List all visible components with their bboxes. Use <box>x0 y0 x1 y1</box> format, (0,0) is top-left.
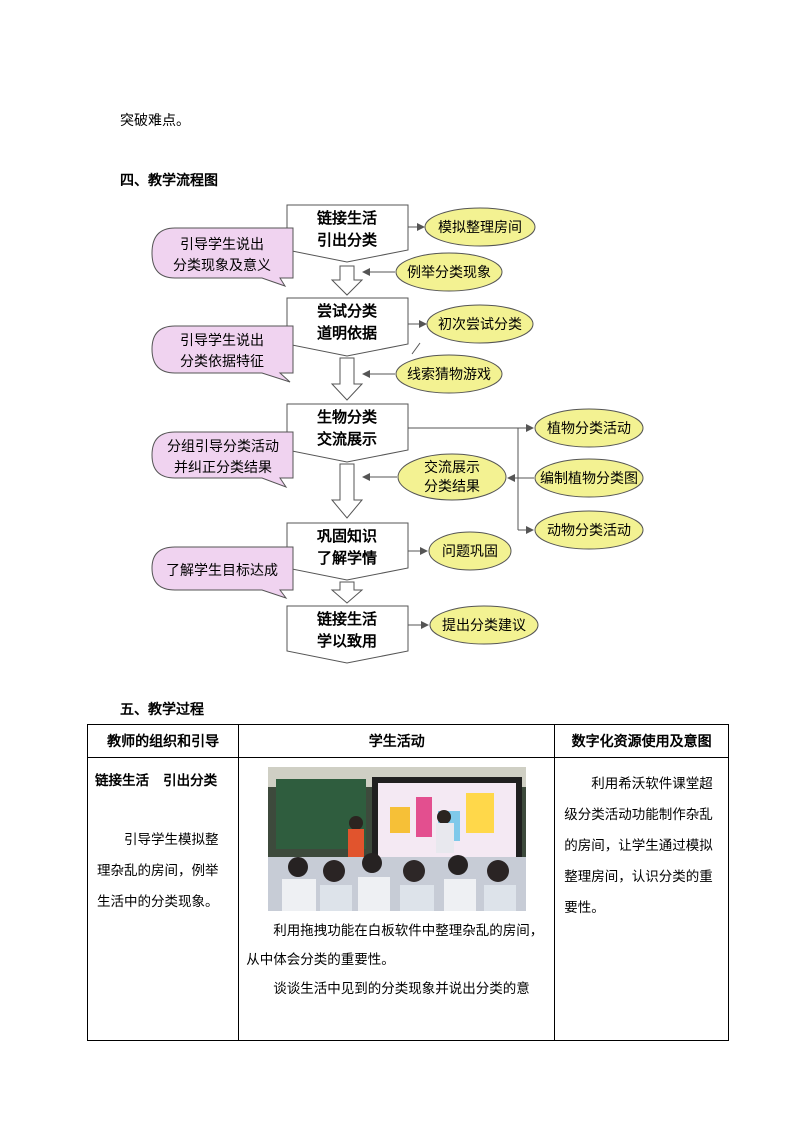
cell-teacher: 链接生活 引出分类 引导学生模拟整理杂乱的房间，例举生活中的分类现象。 <box>88 758 239 1041</box>
ellipse-right-1a-text: 模拟整理房间 <box>438 220 522 236</box>
main-box-3-line2: 交流展示 <box>317 430 377 448</box>
student-activity-text-2: 谈谈生活中见到的分类现象并说出分类的意 <box>246 975 547 1004</box>
main-box-1-line1: 链接生活 <box>317 209 377 227</box>
ellipse-right-3m-line2: 分类结果 <box>424 479 480 495</box>
ellipse-right-3c-text: 动物分类活动 <box>547 523 631 539</box>
down-arrow-2 <box>332 358 362 400</box>
main-box-4-line1: 巩固知识 <box>317 527 377 545</box>
left-callout-2-line2: 分类依据特征 <box>180 354 264 370</box>
header-student: 学生活动 <box>239 725 555 758</box>
ellipse-right-4-text: 问题巩固 <box>442 544 498 560</box>
down-arrow-1 <box>332 266 362 295</box>
section-title-process: 五、教学过程 <box>120 699 204 719</box>
header-teacher: 教师的组织和引导 <box>88 725 239 758</box>
classroom-photo <box>268 767 526 911</box>
table-row: 链接生活 引出分类 引导学生模拟整理杂乱的房间，例举生活中的分类现象。 <box>88 758 729 1041</box>
left-callout-3-line1: 分组引导分类活动 <box>167 439 279 455</box>
left-callout-1-line2: 分类现象及意义 <box>173 257 271 274</box>
cell-teacher-text: 引导学生模拟整理杂乱的房间，例举生活中的分类现象。 <box>89 789 237 918</box>
ellipse-right-2b-text: 线索猜物游戏 <box>407 366 491 383</box>
teaching-process-table: 教师的组织和引导 学生活动 数字化资源使用及意图 链接生活 引出分类 引导学生模… <box>87 724 729 1041</box>
main-box-2-line1: 尝试分类 <box>317 302 378 320</box>
ellipse-right-3a-text: 植物分类活动 <box>547 421 631 437</box>
main-box-1-line2: 引出分类 <box>317 231 378 249</box>
cell-digital-text: 利用希沃软件课堂超级分类活动功能制作杂乱的房间，让学生通过模拟整理房间，认识分类… <box>556 759 727 924</box>
main-box-2-line2: 道明依据 <box>317 324 377 342</box>
header-digital: 数字化资源使用及意图 <box>555 725 729 758</box>
ellipse-right-3b-text: 编制植物分类图 <box>540 471 638 487</box>
main-box-5-line1: 链接生活 <box>317 610 377 628</box>
cell-teacher-title: 链接生活 引出分类 <box>89 759 237 789</box>
left-callout-2-line1: 引导学生说出 <box>180 333 264 349</box>
main-box-3-line1: 生物分类 <box>317 408 378 426</box>
cell-student: 利用拖拽功能在白板软件中整理杂乱的房间，从中体会分类的重要性。 谈谈生活中见到的… <box>239 758 555 1041</box>
cell-digital: 利用希沃软件课堂超级分类活动功能制作杂乱的房间，让学生通过模拟整理房间，认识分类… <box>555 758 729 1041</box>
ellipse-right-2a-text: 初次尝试分类 <box>438 316 522 333</box>
down-arrow-3 <box>332 464 362 518</box>
ellipse-right-5-text: 提出分类建议 <box>442 618 526 634</box>
main-box-4-line2: 了解学情 <box>317 549 377 567</box>
ellipse-right-3m-line1: 交流展示 <box>424 459 480 476</box>
left-callout-4-text: 了解学生目标达成 <box>166 563 278 579</box>
left-callout-1-line1: 引导学生说出 <box>180 237 264 253</box>
ellipse-right-1b-text: 例举分类现象 <box>407 265 491 281</box>
student-activity-text-1: 利用拖拽功能在白板软件中整理杂乱的房间，从中体会分类的重要性。 <box>246 917 547 975</box>
left-callout-3-line2: 并纠正分类结果 <box>174 460 272 476</box>
main-box-5-line2: 学以致用 <box>317 632 377 650</box>
teaching-flowchart: 链接生活 引出分类 尝试分类 道明依据 生物分类 交流展示 巩固知识 了解学情 … <box>0 0 794 700</box>
down-arrow-4 <box>332 582 362 603</box>
table-header-row: 教师的组织和引导 学生活动 数字化资源使用及意图 <box>88 725 729 758</box>
